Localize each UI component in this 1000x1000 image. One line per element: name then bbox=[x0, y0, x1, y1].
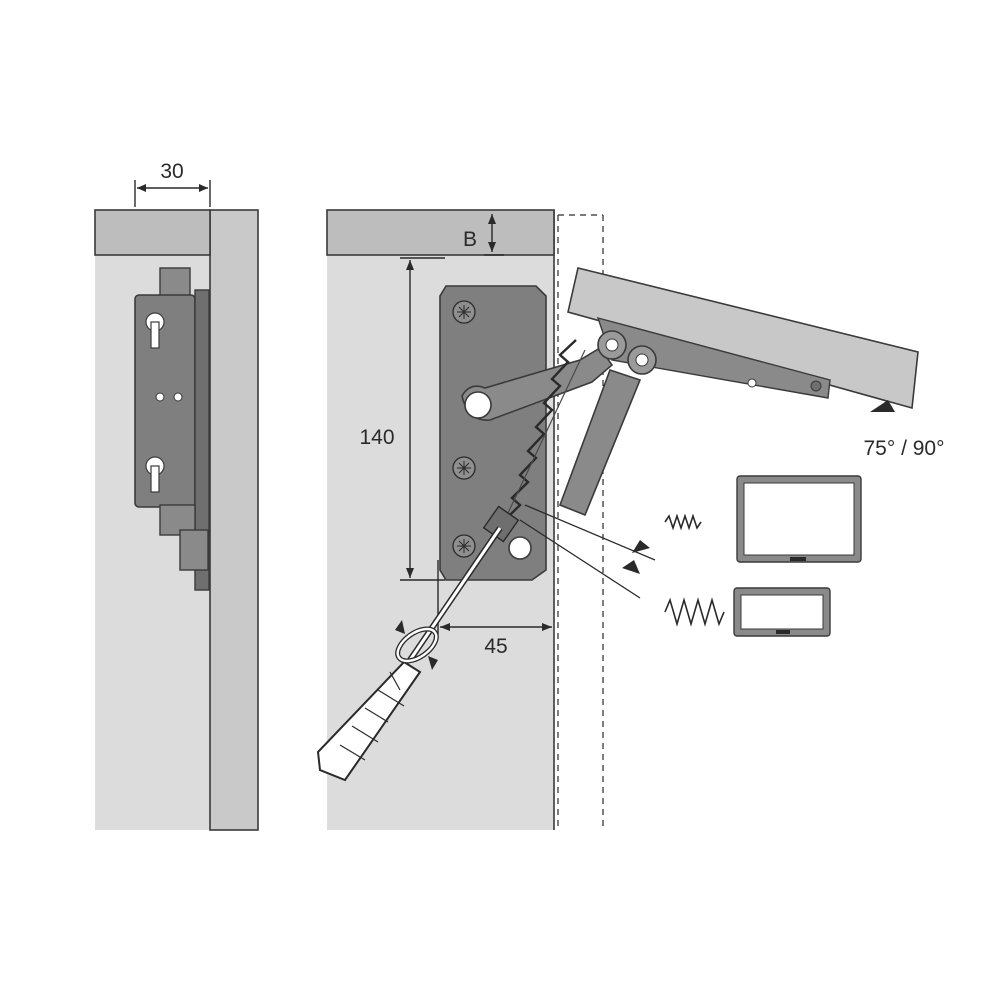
right-top-shelf bbox=[326, 209, 555, 256]
screw-hole-icon bbox=[173, 392, 183, 402]
keyhole-slot-icon bbox=[145, 312, 165, 349]
angle-label: 75° / 90° bbox=[863, 437, 944, 460]
mounting-screw-icon bbox=[452, 456, 476, 480]
dimension-height: 140 bbox=[359, 257, 445, 581]
angle-arrow-icon bbox=[870, 400, 895, 412]
triangle-arrow-icon bbox=[622, 560, 640, 574]
screwdriver-tool bbox=[316, 526, 503, 782]
dimension-offset: B bbox=[463, 214, 504, 256]
zigzag-spring-icon bbox=[664, 513, 702, 531]
door-bracket bbox=[596, 316, 831, 399]
dimension-width: 45 bbox=[437, 560, 552, 658]
mounting-screw-icon bbox=[452, 534, 476, 558]
left-top-shelf bbox=[94, 209, 211, 256]
open-door-panel bbox=[567, 267, 919, 410]
mounting-screw-icon bbox=[452, 300, 476, 324]
left-cabinet-front-edge bbox=[209, 209, 259, 831]
compressed-spring-legend bbox=[664, 475, 862, 563]
pivot-pin-icon bbox=[508, 536, 532, 560]
keyhole-slot-icon bbox=[145, 456, 165, 493]
screw-hole-icon bbox=[155, 392, 165, 402]
opening-angle-indicator: 75° / 90° bbox=[863, 400, 945, 460]
depth-dimension-label: 30 bbox=[160, 160, 183, 183]
rotate-arrows-icon bbox=[395, 620, 439, 670]
left-side-view: 30 bbox=[94, 160, 259, 831]
width-dimension-label: 45 bbox=[484, 635, 507, 658]
extended-spring-legend bbox=[664, 587, 831, 637]
tension-spring bbox=[482, 339, 586, 543]
dimension-depth: 30 bbox=[134, 160, 211, 207]
left-mounting-plate bbox=[134, 267, 210, 591]
triangle-arrow-icon bbox=[632, 540, 650, 553]
offset-dimension-label: B bbox=[463, 228, 477, 251]
lift-linkage-arms bbox=[461, 330, 657, 517]
force-guide-lines bbox=[519, 504, 656, 599]
right-front-view: B 140 45 bbox=[316, 209, 945, 830]
height-dimension-label: 140 bbox=[359, 426, 394, 449]
zigzag-spring-icon bbox=[664, 597, 725, 627]
